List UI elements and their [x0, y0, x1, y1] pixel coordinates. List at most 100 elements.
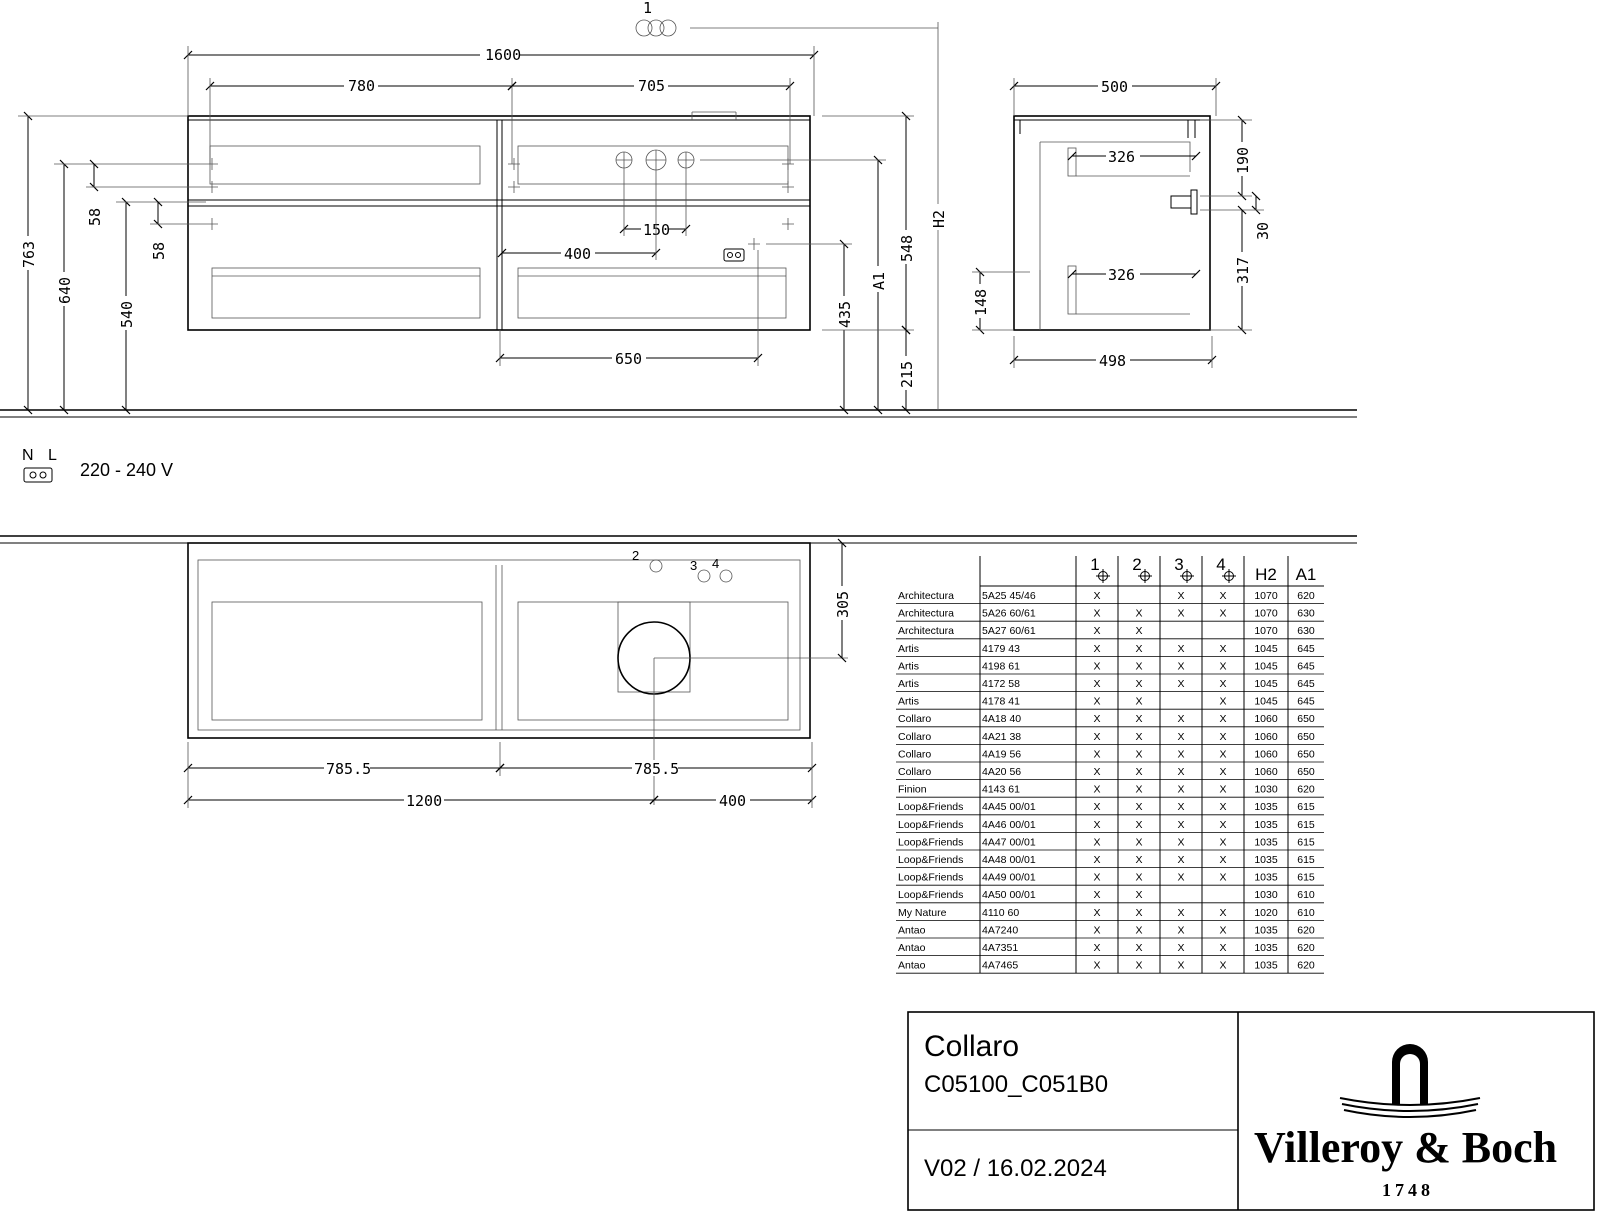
table-cell: X — [1135, 819, 1142, 831]
table-cell: X — [1093, 713, 1100, 725]
table-cell: 4A45 00/01 — [982, 801, 1036, 813]
dimension-498: 498 — [1009, 336, 1217, 370]
table-cell: X — [1177, 731, 1184, 743]
table-cell: X — [1177, 942, 1184, 954]
version-date: V02 / 16.02.2024 — [924, 1155, 1107, 1182]
table-cell: 5A25 45/46 — [982, 590, 1036, 602]
table-cell: 1035 — [1254, 942, 1278, 954]
table-cell: 1035 — [1254, 924, 1278, 936]
table-cell: X — [1135, 625, 1142, 637]
table-cell: X — [1093, 784, 1100, 796]
table-cell: X — [1219, 660, 1226, 672]
table-cell: 630 — [1297, 608, 1315, 620]
table-cell: 615 — [1297, 836, 1315, 848]
table-cell: X — [1177, 590, 1184, 602]
table-cell: 1045 — [1254, 678, 1278, 690]
table-cell: Antao — [898, 924, 926, 936]
svg-text:2: 2 — [632, 548, 639, 563]
svg-text:435: 435 — [836, 301, 854, 328]
svg-text:1: 1 — [643, 0, 652, 17]
table-cell: X — [1093, 660, 1100, 672]
table-cell: X — [1093, 960, 1100, 972]
table-cell: 620 — [1297, 590, 1315, 602]
svg-text:400: 400 — [564, 245, 591, 263]
dimension-780: 780 — [205, 77, 517, 164]
table-cell: 645 — [1297, 678, 1315, 690]
table-cell: X — [1219, 872, 1226, 884]
table-cell: My Nature — [898, 907, 947, 919]
table-cell: 1070 — [1254, 625, 1278, 637]
table-cell: X — [1093, 801, 1100, 813]
table-cell: 650 — [1297, 748, 1315, 760]
dimension-326b: 326 — [1067, 266, 1201, 284]
table-cell: 1070 — [1254, 590, 1278, 602]
svg-text:540: 540 — [118, 301, 136, 328]
table-cell: X — [1093, 889, 1100, 901]
table-cell: 645 — [1297, 660, 1315, 672]
dimension-785b: 785.5 — [495, 742, 817, 778]
table-cell: Collaro — [898, 731, 931, 743]
title-block: Collaro C05100_C051B0 V02 / 16.02.2024 V… — [907, 1011, 1595, 1211]
svg-text:763: 763 — [20, 241, 38, 268]
table-cell: Loop&Friends — [898, 854, 963, 866]
table-cell: X — [1219, 643, 1226, 655]
table-cell: X — [1135, 942, 1142, 954]
table-cell: X — [1135, 713, 1142, 725]
table-cell: X — [1093, 942, 1100, 954]
table-cell: 4A49 00/01 — [982, 872, 1036, 884]
table-cell: X — [1219, 924, 1226, 936]
table-cell: 650 — [1297, 713, 1315, 725]
table-cell: X — [1135, 801, 1142, 813]
tap-position-icon — [1096, 569, 1110, 583]
table-cell: X — [1093, 696, 1100, 708]
cabinet-front — [187, 115, 811, 331]
table-cell: X — [1177, 748, 1184, 760]
table-cell: X — [1093, 907, 1100, 919]
table-cell: X — [1093, 678, 1100, 690]
power-legend: N L 220 - 240 V — [22, 447, 173, 483]
table-cell: X — [1093, 819, 1100, 831]
table-cell: Architectura — [898, 590, 954, 602]
table-cell: Loop&Friends — [898, 836, 963, 848]
table-cell: 4179 43 — [982, 643, 1020, 655]
table-cell: Collaro — [898, 748, 931, 760]
table-cell: X — [1219, 713, 1226, 725]
svg-text:400: 400 — [719, 792, 746, 810]
dimension-785a: 785.5 — [183, 742, 505, 778]
cabinet-top — [187, 542, 811, 739]
table-cell: 4A7351 — [982, 942, 1018, 954]
table-header: 1 — [1090, 555, 1099, 574]
dimension-650: 650 — [495, 250, 763, 368]
brand-name: Villeroy & Boch — [1254, 1123, 1557, 1172]
table-cell: 4A19 56 — [982, 748, 1021, 760]
table-cell: 1060 — [1254, 713, 1278, 725]
table-cell: X — [1219, 696, 1226, 708]
dimension-435: 435 — [766, 239, 854, 415]
table-cell: 650 — [1297, 731, 1315, 743]
table-cell: 4A7465 — [982, 960, 1018, 972]
table-cell: 1035 — [1254, 960, 1278, 972]
table-cell: 1045 — [1254, 660, 1278, 672]
tap-callouts: 2 3 4 — [632, 548, 733, 583]
svg-text:150: 150 — [643, 221, 670, 239]
floor-line — [0, 409, 1357, 418]
tap-position-icon — [1222, 569, 1236, 583]
dimension-58b: 58 — [150, 197, 206, 260]
table-cell: X — [1177, 643, 1184, 655]
table-cell: 1060 — [1254, 766, 1278, 778]
table-cell: X — [1135, 784, 1142, 796]
table-cell: 4198 61 — [982, 660, 1020, 672]
table-cell: X — [1135, 748, 1142, 760]
table-cell: X — [1219, 854, 1226, 866]
table-cell: Loop&Friends — [898, 819, 963, 831]
table-cell: Artis — [898, 660, 919, 672]
svg-text:326: 326 — [1108, 148, 1135, 166]
mounting-marks — [206, 158, 794, 250]
table-cell: X — [1093, 625, 1100, 637]
svg-text:500: 500 — [1101, 78, 1128, 96]
table-cell: X — [1177, 854, 1184, 866]
table-cell: 4110 60 — [982, 907, 1019, 919]
table-cell: X — [1135, 836, 1142, 848]
svg-text:780: 780 — [348, 77, 375, 95]
table-cell: X — [1219, 960, 1226, 972]
